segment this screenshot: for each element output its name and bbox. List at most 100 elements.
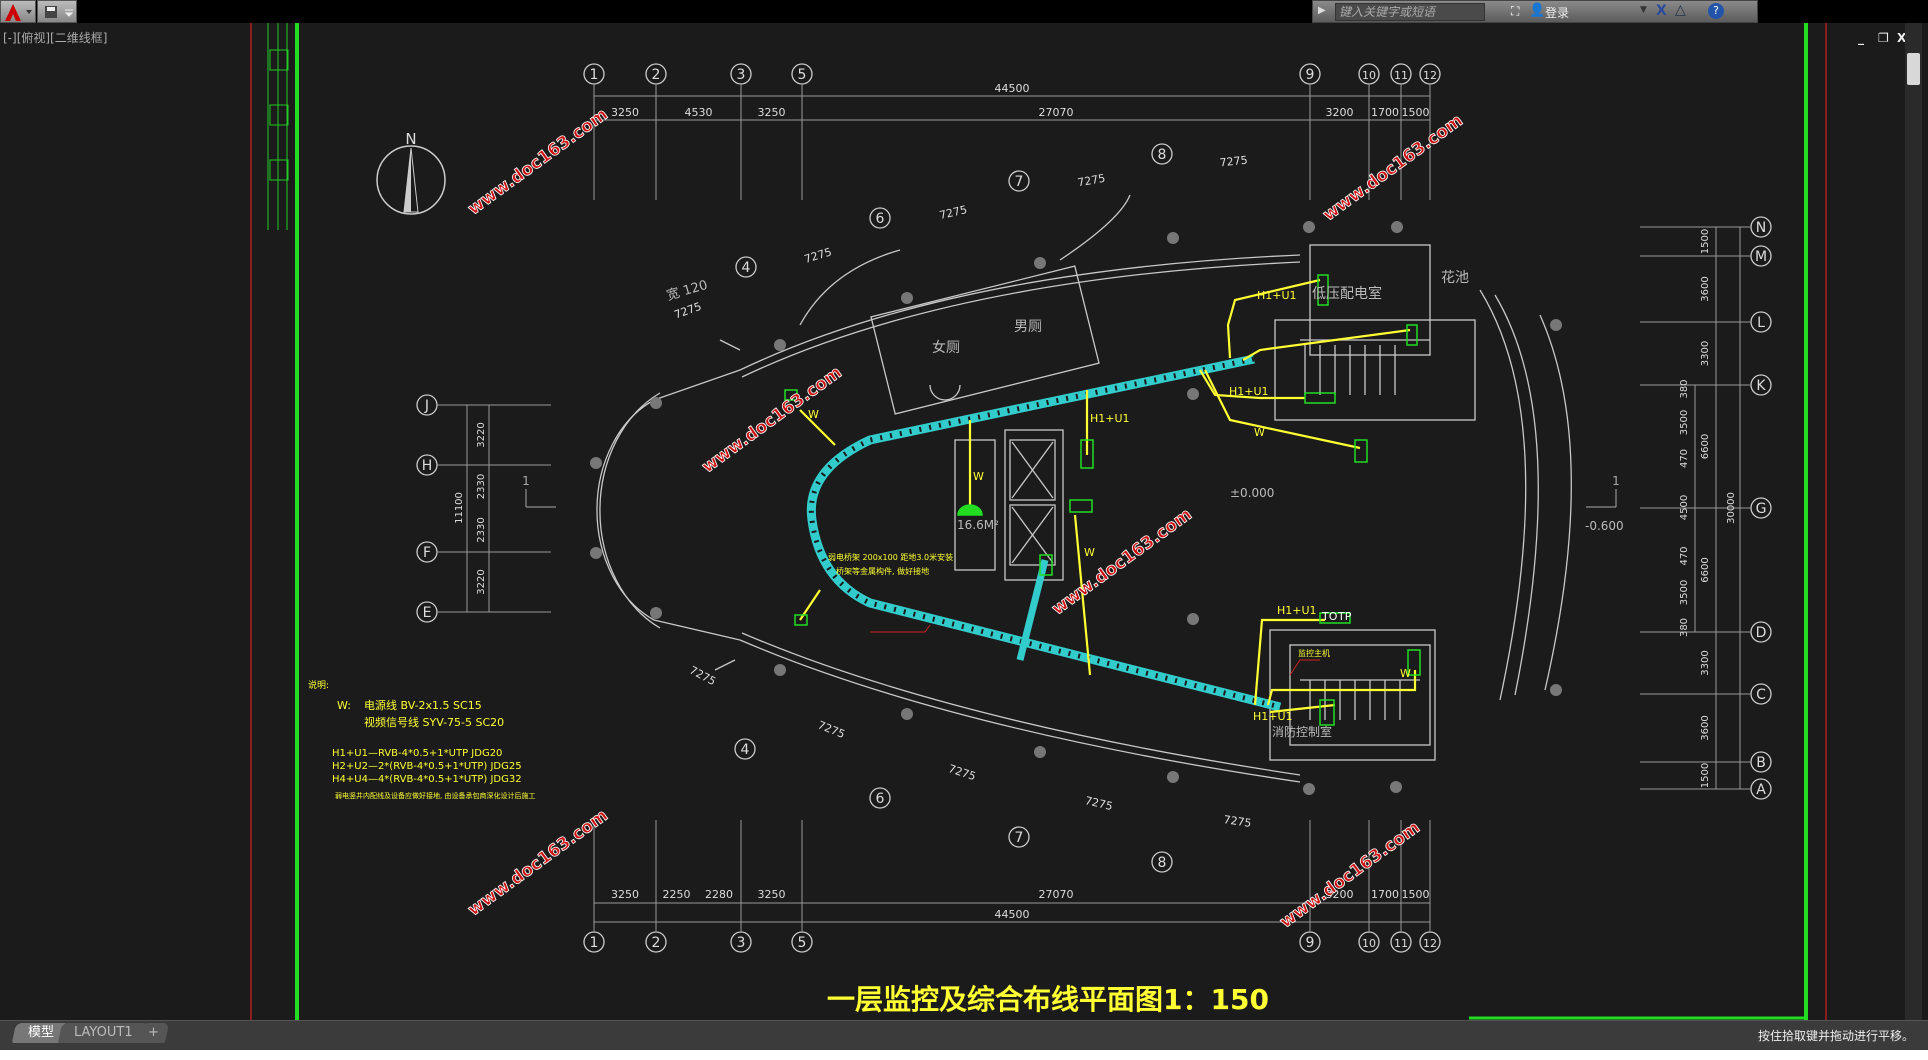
viewport-controls-label[interactable]: [-][俯视][二维线框] — [3, 31, 108, 45]
arc-dimension-label: 7275 — [938, 203, 968, 222]
quick-access-save-button[interactable] — [37, 0, 77, 23]
axis-bubble-right-label: G — [1756, 501, 1767, 517]
wire-label: H1+U1 — [1257, 289, 1297, 302]
dimension-label: 2330 — [476, 517, 487, 542]
save-icon — [45, 6, 74, 18]
dimension-label: 3220 — [476, 569, 487, 594]
arc-dimension-label: 7275 — [687, 664, 718, 689]
dimension-label: 1500 — [1402, 888, 1430, 901]
dimension-label: 44500 — [995, 908, 1030, 921]
binoculars-icon[interactable]: ⛶ — [1511, 4, 1520, 18]
watermark-text: www.doc163.com — [1276, 818, 1424, 933]
dimension-label: 6600 — [1700, 434, 1711, 459]
status-prompt: 按住拾取键并拖动进行平移。 — [1757, 1029, 1914, 1043]
axis-bubble-right-label: A — [1756, 782, 1766, 798]
add-layout-button[interactable]: + — [137, 1023, 170, 1043]
arc-axis-bubble-bottom — [869, 787, 891, 809]
dimension-label: 1500 — [1700, 229, 1711, 254]
wire-label: H1+U1 — [1229, 385, 1269, 398]
outlet-label: TP — [1337, 610, 1352, 623]
dimension-label: 4500 — [1679, 495, 1690, 520]
room-label-womens: 女厕 — [932, 339, 960, 356]
host-leader — [1289, 659, 1320, 676]
room-label-mens: 男厕 — [1014, 319, 1042, 335]
floor-level-label: ±0.000 — [1230, 486, 1274, 500]
dimension-label: 3250 — [758, 888, 786, 901]
chevron-down-icon[interactable]: ▼ — [1640, 5, 1647, 15]
title-block — [267, 23, 289, 230]
dimension-label: 3250 — [758, 106, 786, 119]
arc-dimension-label: 7275 — [1076, 172, 1106, 190]
login-button[interactable]: 登录 — [1545, 6, 1570, 20]
watermark-text: www.doc163.com — [1319, 111, 1467, 226]
dimension-label: 380 — [1679, 379, 1690, 398]
dimension-label: 27070 — [1039, 106, 1074, 119]
infocenter-panel: ▶ 键入关键字或短语 ⛶ 👤 登录 ▼ X △ ? — [1312, 0, 1758, 23]
section-mark-left — [525, 489, 556, 508]
outlet-label: TO — [1321, 610, 1338, 623]
axis-bubble-bottom-label: 9 — [1306, 935, 1315, 951]
room-label-fire-control: 消防控制室 — [1272, 724, 1332, 739]
watermark-text: www.doc163.com — [1048, 505, 1196, 620]
drawing-title: 一层监控及综合布线平面图1：150 — [827, 983, 1269, 1016]
dimension-label: 27070 — [1039, 888, 1074, 901]
application-menu-button[interactable] — [0, 0, 36, 23]
axis-bubble-top-label: 2 — [652, 67, 661, 83]
axis-bubble-bottom-label: 3 — [737, 935, 746, 951]
vertical-scrollbar[interactable] — [1905, 23, 1922, 1020]
exchange-icon[interactable]: X — [1656, 3, 1667, 19]
north-compass: N — [376, 130, 446, 215]
layout-tab-bar: 模型 LAYOUT1 + 按住拾取键并拖动进行平移。 — [0, 1020, 1928, 1050]
wire-label: H1+U1 — [1090, 412, 1130, 425]
axis-bubble-top-label: 5 — [798, 67, 807, 83]
annotation-leader — [870, 624, 931, 633]
dimension-label: 4530 — [685, 106, 713, 119]
tab-layout1[interactable]: LAYOUT1 — [57, 1023, 149, 1043]
autodesk-app-icon[interactable]: △ — [1675, 2, 1686, 18]
axis-bubble-bottom-label: 11 — [1394, 937, 1408, 950]
legend: 说明: W: 电源线 BV-2x1.5 SC15 视频信号线 SYV-75-5 … — [308, 679, 535, 800]
section-mark-right-label: 1 — [1612, 474, 1620, 488]
axis-bubble-left-label: H — [422, 458, 433, 474]
wire-label: H1+U1 — [1253, 710, 1293, 723]
arc-axis-bubble-bottom — [734, 738, 756, 760]
drawing-canvas[interactable]: N — [0, 23, 1928, 1020]
axis-bubble-top-label: 12 — [1423, 69, 1437, 82]
dimension-label: 3600 — [1700, 715, 1711, 740]
viewport-close-button[interactable]: X — [1897, 31, 1907, 45]
axis-bubble-top-label: 1 — [590, 67, 599, 83]
dimension-label: 3200 — [1326, 106, 1354, 119]
arc-axis-bubble-top-label: 4 — [742, 260, 751, 276]
help-icon[interactable]: ? — [1708, 3, 1724, 19]
wire-label: W — [808, 408, 819, 421]
section-mark-left-label: 1 — [522, 474, 530, 488]
arc-dimension-label: 7275 — [816, 718, 847, 741]
scrollbar-thumb[interactable] — [1907, 53, 1920, 85]
axis-bubble-bottom-label: 12 — [1423, 937, 1437, 950]
axis-bubble-top-label: 10 — [1362, 69, 1376, 82]
axis-bubble-bottom-label: 10 — [1362, 937, 1376, 950]
tray-annotation-1: 弱电桥架 200x100 距地3.0米安装 — [828, 552, 953, 562]
search-input[interactable]: 键入关键字或短语 — [1335, 3, 1485, 21]
axis-bubble-bottom-label: 5 — [798, 935, 807, 951]
expand-arrow-icon[interactable]: ▶ — [1318, 5, 1326, 16]
arc-dimension-label: 7275 — [1223, 813, 1253, 830]
viewport-minimize-button[interactable]: _ — [1858, 31, 1864, 45]
arc-axis-bubble-bottom-label: 7 — [1015, 830, 1024, 846]
axis-bubble-right-label: N — [1756, 220, 1766, 236]
arc-axis-bubble-top-label: 7 — [1015, 174, 1024, 190]
arc-axis-bubble-top — [1008, 170, 1030, 192]
bottom-strip — [0, 1050, 1928, 1060]
axis-bubble-bottom-label: 1 — [590, 935, 599, 951]
compass-north-label: N — [405, 130, 416, 148]
viewport-restore-button[interactable]: ❐ — [1878, 31, 1889, 45]
axis-bubble-top-label: 11 — [1394, 69, 1408, 82]
dimension-label: 3600 — [1700, 276, 1711, 301]
room-area-label: 16.6M² — [957, 518, 999, 532]
wire-label: H1+U1 — [1277, 604, 1317, 617]
arc-dimension-label: 7275 — [672, 300, 703, 322]
arc-axis-bubble-top-label: 8 — [1158, 147, 1167, 163]
axis-bubble-left-label: F — [423, 545, 431, 561]
legend-h-line: H1+U1—RVB-4*0.5+1*UTP JDG20 — [332, 748, 502, 759]
room-label-lv-room: 低压配电室 — [1312, 285, 1382, 302]
